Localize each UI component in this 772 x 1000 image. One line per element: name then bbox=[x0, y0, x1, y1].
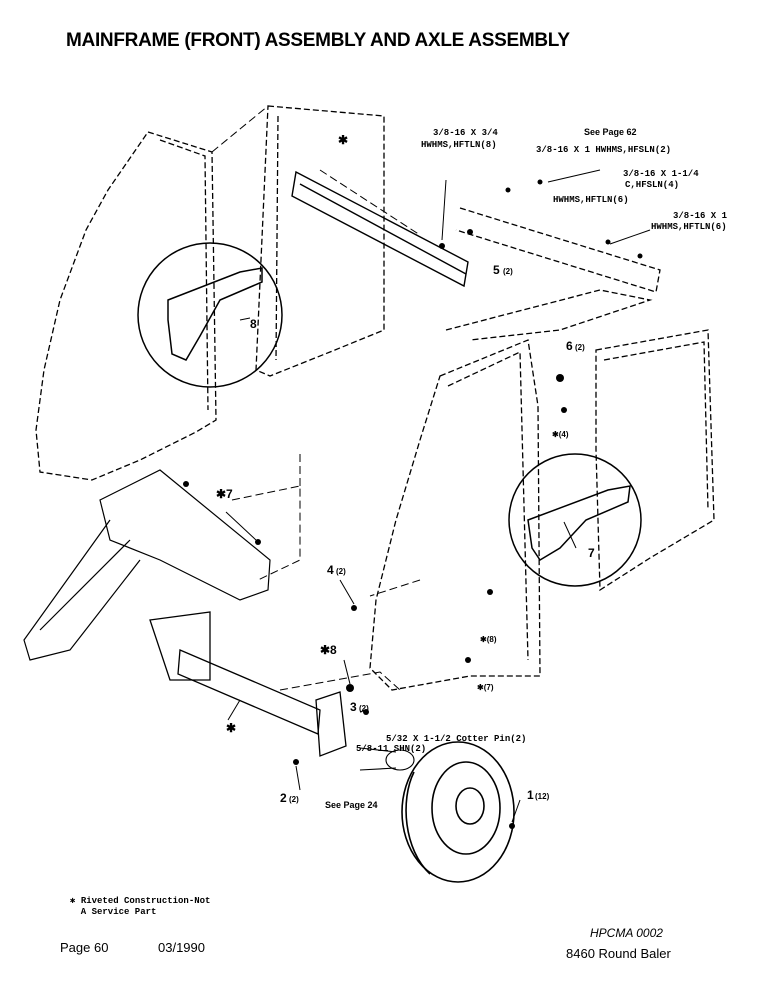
callout-part-1-qty: (12) bbox=[535, 792, 550, 801]
callout-part-6: 6 bbox=[566, 339, 573, 353]
hub bbox=[359, 747, 415, 771]
callout-star-7: ✱7 bbox=[216, 487, 233, 501]
page-title: MAINFRAME (FRONT) ASSEMBLY AND AXLE ASSE… bbox=[66, 30, 570, 51]
detail-circle-7 bbox=[508, 453, 642, 587]
callout-hw-right-2b: C,HFSLN(4) bbox=[625, 180, 679, 190]
callout-see-page-62: See Page 62 bbox=[584, 127, 637, 137]
left-frame-panel bbox=[35, 131, 217, 481]
callout-detail-8: 8 bbox=[250, 317, 257, 331]
callout-leaders bbox=[225, 169, 651, 823]
callout-part-2-qty: (2) bbox=[289, 795, 299, 804]
callout-hw-top-left-2: HWHMS,HFTLN(8) bbox=[421, 140, 497, 150]
callout-hw-right-4a: 3/8-16 X 1 bbox=[673, 211, 728, 221]
callout-top-star: ✱ bbox=[338, 133, 348, 147]
callout-cotter-pin: 5/32 X 1-1/2 Cotter Pin(2) bbox=[386, 734, 526, 744]
leader-lines bbox=[211, 105, 421, 691]
callout-star-7-qty: ✱(7) bbox=[477, 683, 494, 692]
callout-see-page-24: See Page 24 bbox=[325, 800, 378, 810]
detail-circle-8 bbox=[137, 242, 283, 388]
callout-detail-7: 7 bbox=[588, 546, 595, 560]
callout-part-2: 2 bbox=[280, 791, 287, 805]
tongue-frame bbox=[23, 469, 271, 661]
callout-hw-right-1: 3/8-16 X 1 HWHMS,HFSLN(2) bbox=[536, 145, 671, 155]
axle bbox=[149, 611, 347, 757]
cross-tube bbox=[291, 170, 469, 288]
callout-axle-star: ✱ bbox=[226, 721, 236, 735]
top-cross-members bbox=[445, 207, 661, 341]
callout-shn: 5/8-11 SHN(2) bbox=[356, 744, 426, 754]
callout-star-8: ✱8 bbox=[320, 643, 337, 657]
callout-part-3: 3 bbox=[350, 700, 357, 714]
callout-hw-right-2a: 3/8-16 X 1-1/4 bbox=[623, 169, 699, 179]
far-right-side-panel bbox=[595, 329, 715, 592]
callout-star-4: ✱(4) bbox=[552, 430, 569, 439]
rear-panel bbox=[255, 105, 385, 377]
callout-part-4: 4 bbox=[327, 563, 334, 577]
right-front-frame bbox=[369, 339, 541, 691]
footer-model: 8460 Round Baler bbox=[566, 946, 671, 961]
callout-hw-top-left-1: 3/8-16 X 3/4 bbox=[433, 128, 498, 138]
footer-date: 03/1990 bbox=[158, 940, 205, 955]
callout-part-1: 1 bbox=[527, 788, 534, 802]
callout-hw-right-3: HWHMS,HFTLN(6) bbox=[553, 195, 629, 205]
footer-ref-code: HPCMA 0002 bbox=[590, 926, 663, 940]
footer-page: Page 60 bbox=[60, 940, 109, 955]
wheel bbox=[401, 741, 515, 883]
callout-part-6-qty: (2) bbox=[575, 343, 585, 352]
callout-part-5: 5 bbox=[493, 263, 500, 277]
callout-part-4-qty: (2) bbox=[336, 567, 346, 576]
callout-hw-right-4b: HWHMS,HFTLN(6) bbox=[651, 222, 727, 232]
callout-part-5-qty: (2) bbox=[503, 267, 513, 276]
footnote: ✱ Riveted Construction-Not A Service Par… bbox=[70, 896, 211, 917]
callout-star-8-qty: ✱(8) bbox=[480, 635, 497, 644]
fasteners bbox=[183, 179, 643, 829]
callout-part-3-qty: (2) bbox=[359, 704, 369, 713]
